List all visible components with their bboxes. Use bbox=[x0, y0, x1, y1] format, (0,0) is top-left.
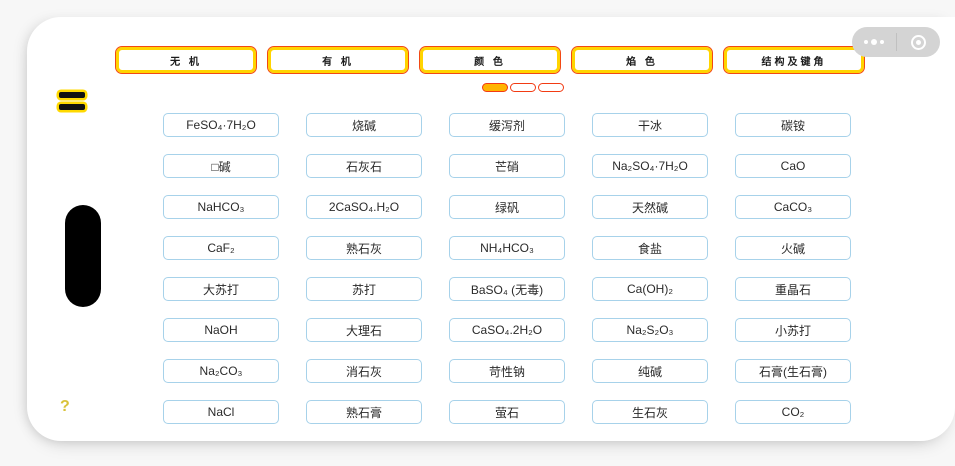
substance-cell[interactable]: CaF₂ bbox=[163, 236, 279, 260]
substance-cell[interactable]: 重晶石 bbox=[735, 277, 851, 301]
substance-cell[interactable]: CaO bbox=[735, 154, 851, 178]
more-dots-glyph bbox=[864, 39, 884, 45]
hamburger-menu-icon[interactable] bbox=[59, 86, 85, 115]
tab-organic[interactable]: 有 机 bbox=[267, 46, 409, 74]
app-card: ? 无 机 有 机 颜 色 焰 色 结构及键角 FeSO₄·7H₂O 烧碱 缓泻剂 干… bbox=[27, 17, 955, 441]
substance-cell[interactable]: 芒硝 bbox=[449, 154, 565, 178]
target-circle-icon[interactable] bbox=[896, 27, 940, 57]
substance-cell[interactable]: Ca(OH)₂ bbox=[592, 277, 708, 301]
substance-cell[interactable]: 绿矾 bbox=[449, 195, 565, 219]
left-rail: ? bbox=[27, 17, 101, 441]
substance-cell[interactable]: 烧碱 bbox=[306, 113, 422, 137]
substance-cell[interactable]: CaCO₃ bbox=[735, 195, 851, 219]
substance-cell[interactable]: 火碱 bbox=[735, 236, 851, 260]
substance-cell[interactable]: □碱 bbox=[163, 154, 279, 178]
substance-cell[interactable]: Na₂SO₄·7H₂O bbox=[592, 154, 708, 178]
substance-cell[interactable]: FeSO₄·7H₂O bbox=[163, 113, 279, 137]
target-center-dot bbox=[915, 39, 921, 45]
substance-cell[interactable]: 生石灰 bbox=[592, 400, 708, 424]
substance-cell[interactable]: 熟石膏 bbox=[306, 400, 422, 424]
substance-cell[interactable]: NaHCO₃ bbox=[163, 195, 279, 219]
substance-cell[interactable]: NH₄HCO₃ bbox=[449, 236, 565, 260]
substance-cell[interactable]: 缓泻剂 bbox=[449, 113, 565, 137]
substance-grid: FeSO₄·7H₂O 烧碱 缓泻剂 干冰 碳铵 □碱 石灰石 芒硝 Na₂SO₄·7H₂O CaO… bbox=[163, 113, 863, 424]
page-indicator bbox=[482, 83, 564, 92]
more-dots-icon[interactable] bbox=[852, 27, 896, 57]
help-question-icon[interactable]: ? bbox=[60, 398, 70, 415]
tab-color[interactable]: 颜 色 bbox=[419, 46, 561, 74]
substance-cell[interactable]: BaSO₄ (无毒) bbox=[449, 277, 565, 301]
page-indicator-segment-1[interactable] bbox=[482, 83, 508, 92]
miniprogram-capsule bbox=[852, 27, 940, 57]
target-circle-glyph bbox=[910, 34, 926, 50]
substance-cell[interactable]: 天然碱 bbox=[592, 195, 708, 219]
substance-cell[interactable]: 食盐 bbox=[592, 236, 708, 260]
substance-cell[interactable]: 大苏打 bbox=[163, 277, 279, 301]
substance-cell[interactable]: 纯碱 bbox=[592, 359, 708, 383]
tab-flame-color[interactable]: 焰 色 bbox=[571, 46, 713, 74]
substance-cell[interactable]: 小苏打 bbox=[735, 318, 851, 342]
page-indicator-segment-3[interactable] bbox=[538, 83, 564, 92]
substance-cell[interactable]: 消石灰 bbox=[306, 359, 422, 383]
tab-bar: 无 机 有 机 颜 色 焰 色 结构及键角 bbox=[115, 46, 876, 74]
hamburger-bar-1 bbox=[59, 91, 85, 98]
substance-cell[interactable]: 2CaSO₄.H₂O bbox=[306, 195, 422, 219]
substance-cell[interactable]: 萤石 bbox=[449, 400, 565, 424]
dot-2 bbox=[871, 39, 877, 45]
substance-cell[interactable]: Na₂CO₃ bbox=[163, 359, 279, 383]
dot-3 bbox=[880, 40, 884, 44]
substance-cell[interactable]: 石灰石 bbox=[306, 154, 422, 178]
tab-inorganic[interactable]: 无 机 bbox=[115, 46, 257, 74]
substance-cell[interactable]: NaOH bbox=[163, 318, 279, 342]
substance-cell[interactable]: Na₂S₂O₃ bbox=[592, 318, 708, 342]
substance-cell[interactable]: NaCl bbox=[163, 400, 279, 424]
substance-cell[interactable]: 熟石灰 bbox=[306, 236, 422, 260]
substance-cell[interactable]: 苛性钠 bbox=[449, 359, 565, 383]
vertical-scrollbar-thumb[interactable] bbox=[65, 205, 101, 307]
substance-cell[interactable]: CaSO₄.2H₂O bbox=[449, 318, 565, 342]
dot-1 bbox=[864, 40, 868, 44]
hamburger-bar-2 bbox=[59, 103, 85, 110]
substance-cell[interactable]: 干冰 bbox=[592, 113, 708, 137]
page-indicator-segment-2[interactable] bbox=[510, 83, 536, 92]
substance-cell[interactable]: 苏打 bbox=[306, 277, 422, 301]
substance-cell[interactable]: CO₂ bbox=[735, 400, 851, 424]
substance-cell[interactable]: 大理石 bbox=[306, 318, 422, 342]
substance-cell[interactable]: 碳铵 bbox=[735, 113, 851, 137]
tab-structure-bond-angle[interactable]: 结构及键角 bbox=[723, 46, 865, 74]
capsule-divider bbox=[896, 33, 897, 51]
substance-cell[interactable]: 石膏(生石膏) bbox=[735, 359, 851, 383]
